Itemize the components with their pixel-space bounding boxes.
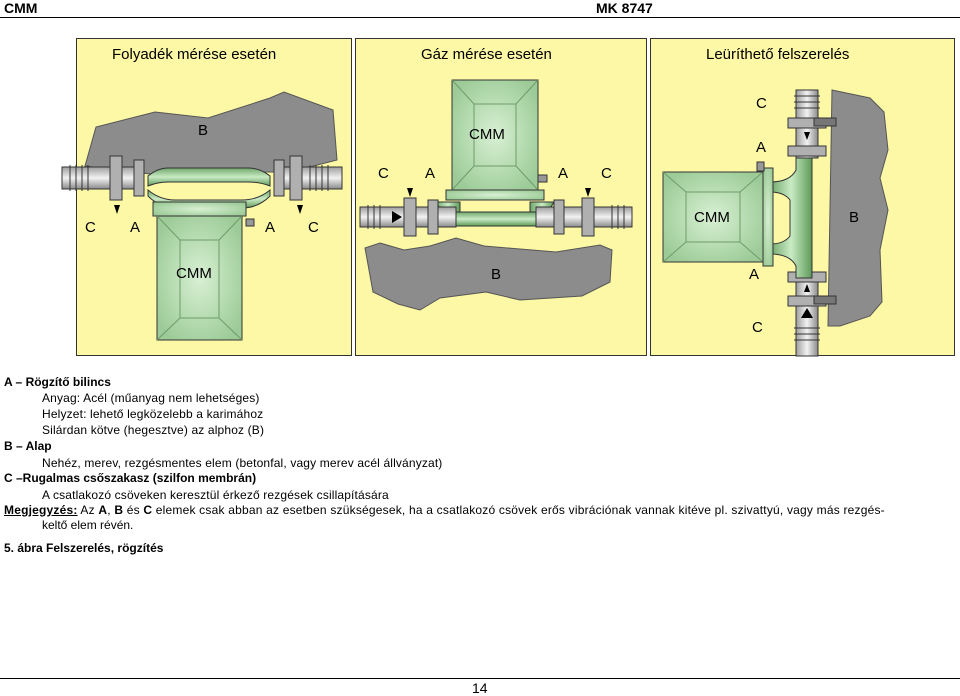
gas-bellows-right: [611, 205, 625, 229]
drainable-flow-tube: [769, 157, 813, 279]
gas-flange-left-2: [427, 199, 439, 235]
liquid-meter-connector: [245, 218, 255, 227]
drainable-arrow-top: [804, 132, 810, 140]
drainable-label-a-bottom: A: [749, 266, 759, 283]
legend-a-line-2: Helyzet: lehető legközelebb a karimához: [42, 407, 264, 421]
gas-flange-right: [553, 199, 565, 235]
page-number: 14: [472, 680, 488, 696]
gas-diagram: C A A C CMM B: [359, 79, 633, 311]
liquid-arrow-right: [297, 205, 303, 214]
liquid-label-base: B: [198, 122, 208, 139]
note-label: Megjegyzés:: [4, 503, 78, 517]
gas-bellows-left: [367, 205, 381, 229]
gas-base-block: [364, 237, 613, 311]
drainable-label-base: B: [849, 209, 859, 226]
legend-c-line-1: A csatlakozó csöveken keresztül érkező r…: [42, 488, 389, 502]
liquid-flange-right: [273, 159, 285, 197]
liquid-bellows-right: [309, 165, 329, 191]
drainable-base-block: [827, 89, 889, 327]
panel-drainable-title: Leüríthető felszerelés: [706, 46, 850, 63]
liquid-pipe-left: [61, 166, 145, 190]
panel-gas-title: Gáz mérése esetén: [421, 46, 552, 63]
legend-b-line-1: Nehéz, merev, rezgésmentes elem (betonfa…: [42, 456, 443, 470]
drainable-clamp-bottom: [813, 295, 837, 305]
liquid-label-cmm: CMM: [176, 265, 212, 282]
gas-label-a-left: A: [425, 165, 435, 182]
liquid-label-c-right: C: [308, 219, 319, 236]
gas-meter-connector: [537, 174, 548, 183]
gas-flow-tube-horizontal: [449, 211, 543, 227]
liquid-label-a-left: A: [130, 219, 140, 236]
legend-a-line-3: Silárdan kötve (hegesztve) az alphoz (B): [42, 423, 265, 437]
drainable-label-c-bottom: C: [752, 319, 763, 336]
gas-meter-body: [451, 79, 539, 191]
note-line-2: keltő elem révén.: [42, 518, 134, 532]
liquid-flange-left-2: [133, 159, 145, 197]
gas-label-base: B: [491, 266, 501, 283]
gas-label-c-left: C: [378, 165, 389, 182]
gas-meter-flange: [445, 189, 545, 201]
liquid-diagram: B CMM C A A C: [61, 91, 343, 341]
liquid-arrow-left: [114, 205, 120, 214]
gas-label-cmm: CMM: [469, 126, 505, 143]
liquid-flange-left: [109, 155, 123, 201]
legend-c-title: C –Rugalmas csőszakasz (szilfon membrán): [4, 471, 257, 485]
drainable-meter-flange: [762, 167, 774, 267]
gas-arrow-right: [585, 188, 591, 197]
liquid-label-c-left: C: [85, 219, 96, 236]
liquid-meter-body: [156, 215, 243, 341]
liquid-flange-right-2: [289, 155, 303, 201]
legend-b-title: B – Alap: [4, 439, 52, 453]
drainable-label-c-top: C: [756, 95, 767, 112]
gas-label-a-right: A: [558, 165, 568, 182]
drainable-clamp-top: [813, 117, 837, 127]
liquid-flow-tube: [147, 167, 271, 187]
header-rule: [0, 17, 960, 18]
drainable-label-a-top: A: [756, 139, 766, 156]
drainable-bellows-top: [794, 95, 820, 109]
drainable-diagram: C A CMM B A C: [662, 89, 889, 357]
drainable-bellows-bottom: [794, 327, 820, 341]
legend-a-title: A – Rögzítő bilincs: [4, 375, 111, 389]
gas-arrow-left: [407, 188, 413, 197]
drainable-flow-arrow: [801, 308, 813, 318]
drainable-meter-connector: [756, 161, 765, 172]
gas-flange-right-2: [581, 197, 595, 237]
header-right-text: MK 8747: [596, 0, 653, 16]
footer-rule: [0, 678, 960, 679]
drainable-label-cmm: CMM: [694, 209, 730, 226]
liquid-bellows-left: [69, 165, 89, 191]
liquid-meter-flange: [152, 201, 247, 217]
figure-caption: 5. ábra Felszerelés, rögzítés: [4, 541, 164, 555]
legend-a-line-1: Anyag: Acél (műanyag nem lehetséges): [42, 391, 260, 405]
liquid-label-a-right: A: [265, 219, 275, 236]
header-left-text: CMM: [4, 0, 38, 16]
gas-flange-left: [403, 197, 417, 237]
note-line-1: Megjegyzés: Az A, B és C elemek csak abb…: [4, 503, 885, 517]
drainable-arrow-bottom: [804, 284, 810, 292]
drainable-flange-top-2: [787, 145, 827, 157]
gas-label-c-right: C: [601, 165, 612, 182]
panel-liquid-title: Folyadék mérése esetén: [112, 46, 277, 63]
gas-flow-arrow: [392, 211, 402, 223]
